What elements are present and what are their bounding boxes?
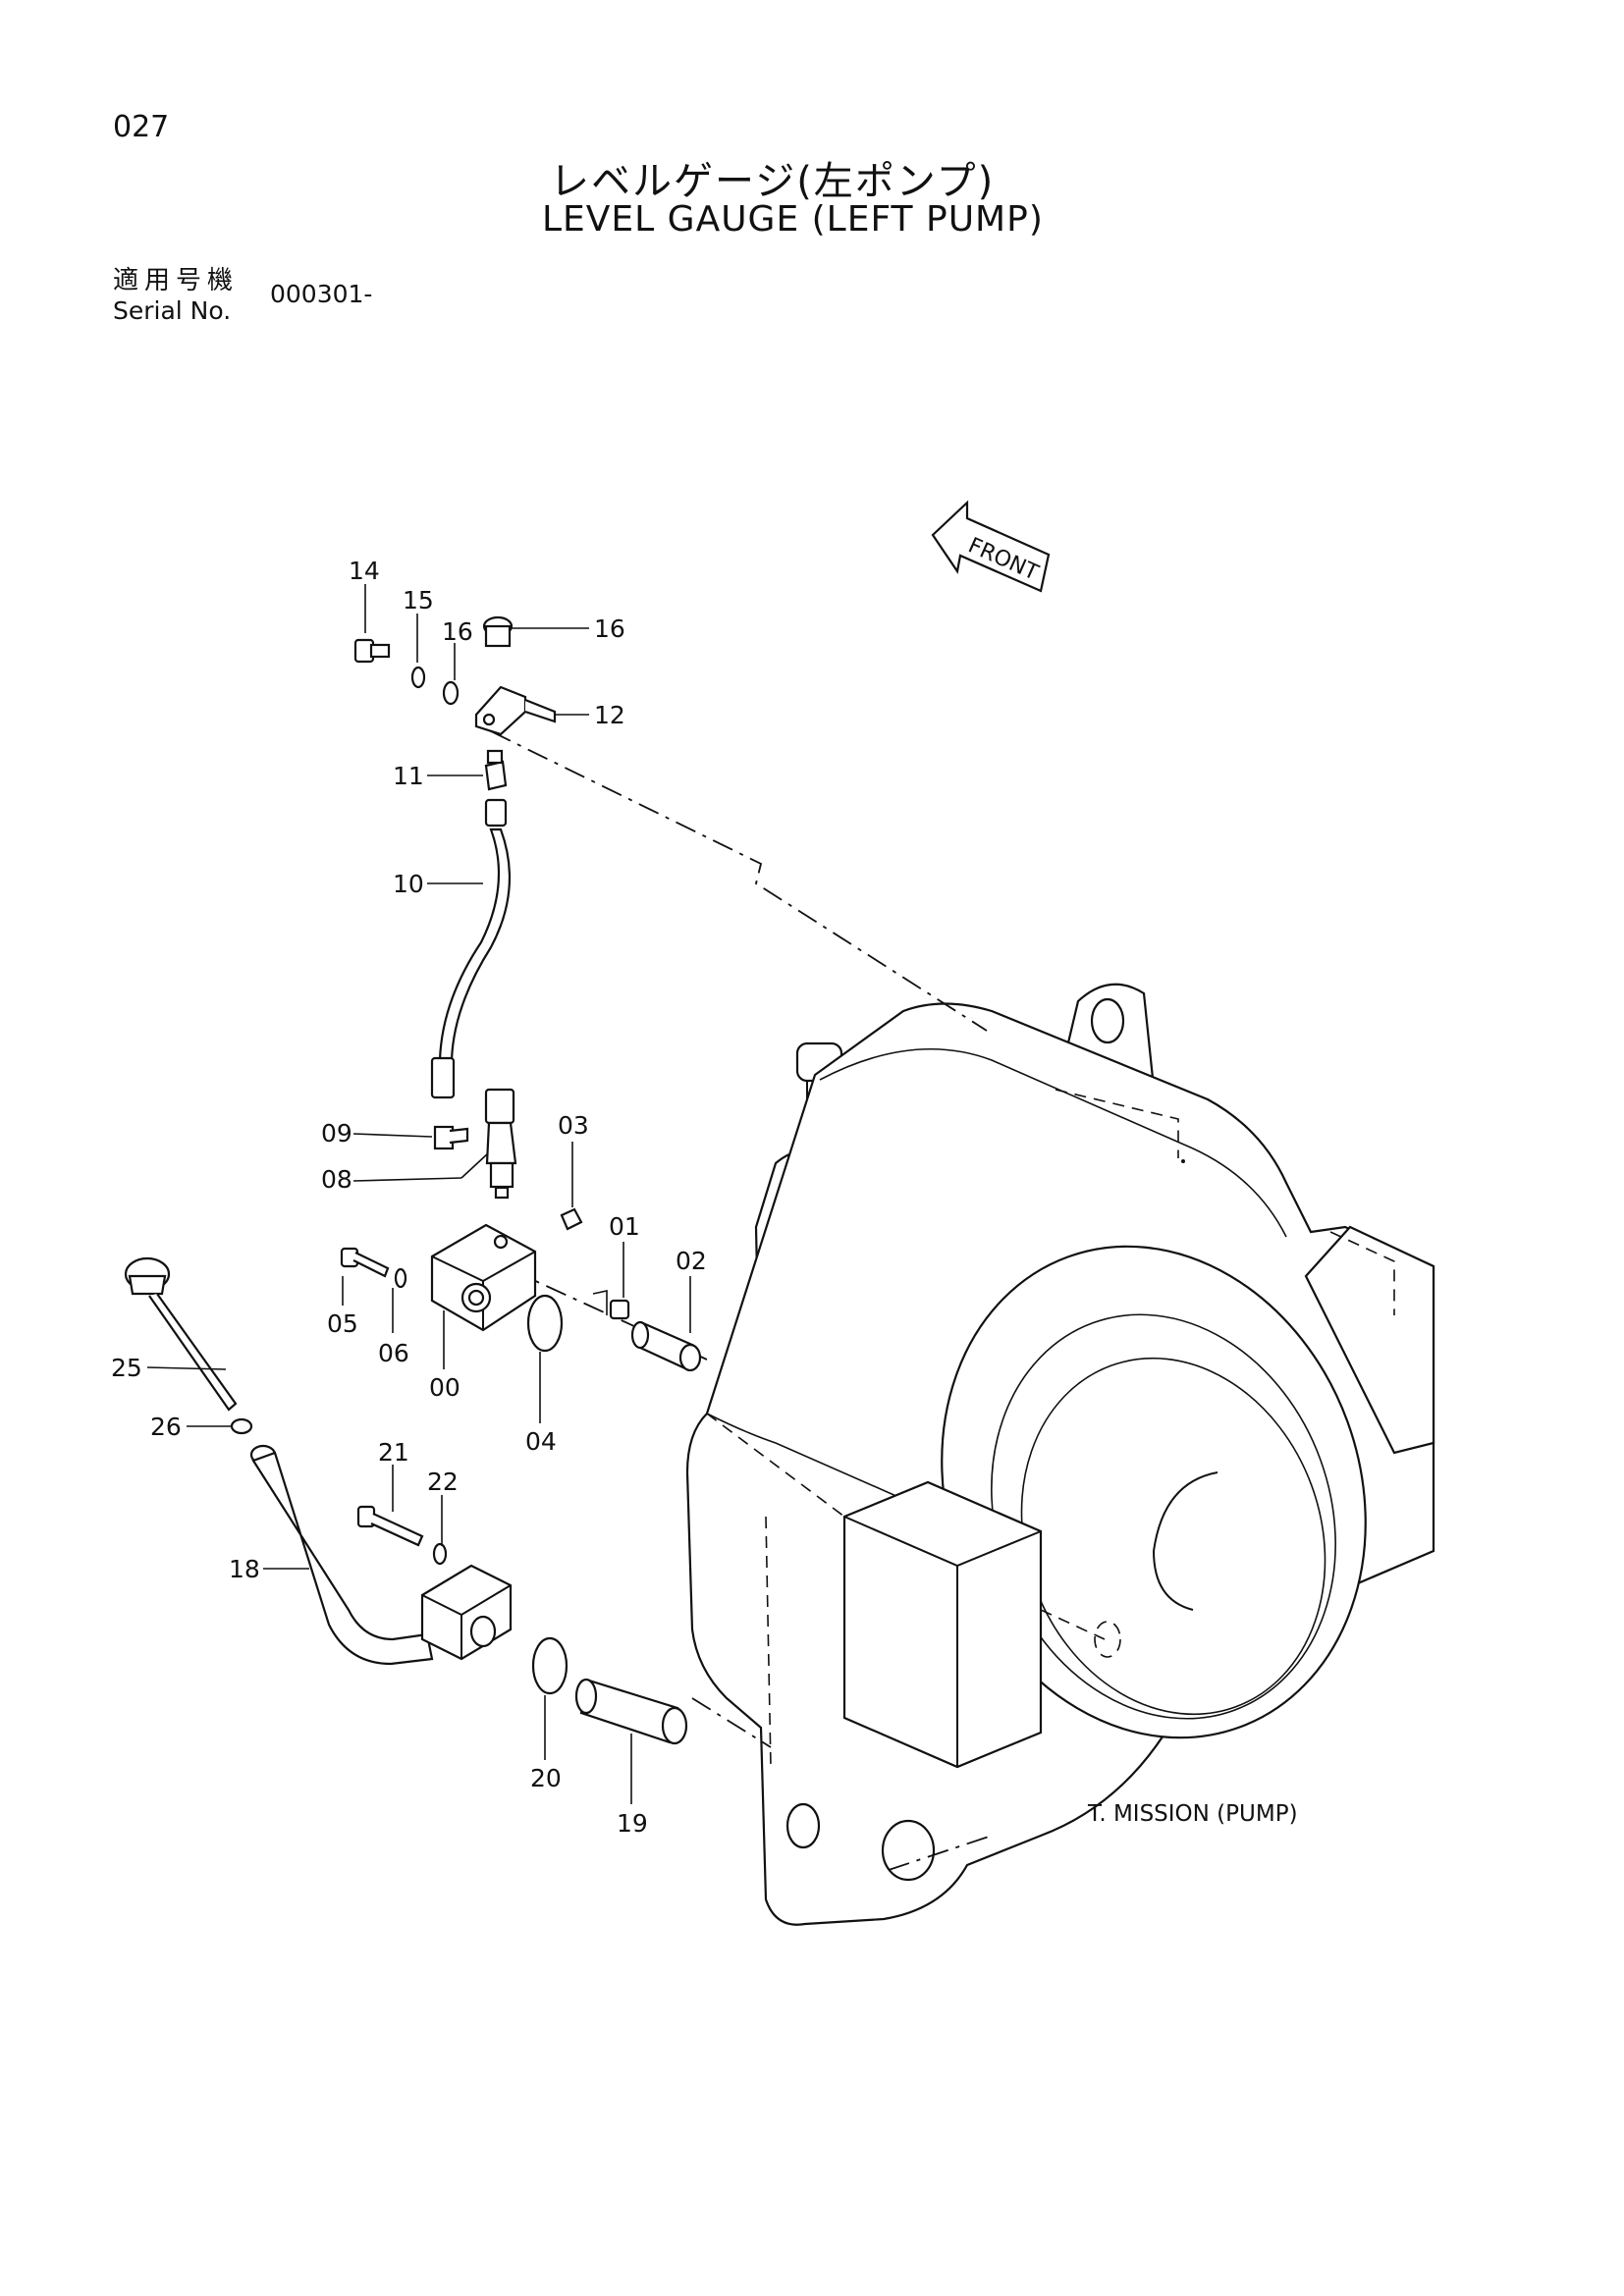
serial-label-japanese: 適用号機 bbox=[113, 266, 240, 295]
callout-labels: 14 15 16 16 12 11 10 09 08 03 01 02 05 0… bbox=[111, 557, 707, 1838]
bracket-12 bbox=[474, 685, 557, 736]
assembly-centerline-4 bbox=[888, 1835, 993, 1871]
bolt-21 bbox=[356, 1505, 424, 1547]
callout-06: 06 bbox=[378, 1339, 409, 1367]
washer-14 bbox=[410, 666, 426, 689]
page-number: 027 bbox=[113, 110, 170, 144]
elbow-09 bbox=[433, 1125, 469, 1150]
front-arrow-icon: FRONT bbox=[931, 500, 1051, 593]
bolt-13 bbox=[353, 638, 391, 664]
assembly-label: T. MISSION (PUMP) bbox=[1087, 1801, 1298, 1827]
callout-leaders bbox=[146, 584, 691, 1804]
assembly-centerline bbox=[490, 730, 988, 1032]
o-ring-04 bbox=[526, 1294, 564, 1353]
block-00 bbox=[430, 1223, 537, 1332]
callout-16: 16 bbox=[594, 614, 625, 643]
washer-15 bbox=[442, 680, 460, 706]
callout-09: 09 bbox=[321, 1119, 352, 1148]
adapter-11 bbox=[484, 749, 508, 791]
dipstick-25 bbox=[124, 1256, 238, 1412]
callout-01: 01 bbox=[609, 1212, 640, 1241]
o-ring-20 bbox=[531, 1636, 568, 1695]
serial-number-value: 000301- bbox=[270, 280, 373, 308]
callout-08: 08 bbox=[321, 1165, 352, 1194]
page-title-english: LEVEL GAUGE (LEFT PUMP) bbox=[542, 199, 1044, 240]
callout-03: 03 bbox=[558, 1111, 589, 1140]
pipe-18 bbox=[249, 1444, 434, 1666]
callout-25: 25 bbox=[111, 1354, 142, 1382]
callout-11: 11 bbox=[393, 762, 424, 790]
flange-block bbox=[420, 1564, 513, 1661]
callout-21: 21 bbox=[378, 1438, 409, 1467]
strainer-02 bbox=[630, 1320, 702, 1372]
fitting-01 bbox=[592, 1290, 630, 1320]
bolt-05 bbox=[340, 1247, 390, 1278]
callout-22: 22 bbox=[427, 1468, 459, 1496]
callout-14: 15 bbox=[403, 586, 434, 614]
callout-02: 02 bbox=[676, 1247, 707, 1275]
assembly-centerline-3 bbox=[691, 1697, 772, 1748]
washer-22 bbox=[432, 1542, 448, 1566]
callout-00: 00 bbox=[429, 1373, 460, 1402]
transmission-housing bbox=[685, 983, 1435, 1926]
callout-13: 14 bbox=[349, 557, 380, 585]
callout-15: 16 bbox=[442, 617, 473, 646]
hose-10 bbox=[430, 798, 512, 1099]
o-ring-26 bbox=[230, 1417, 253, 1435]
serial-label-english: Serial No. bbox=[113, 296, 232, 325]
cap-16 bbox=[482, 615, 514, 648]
strainer-19 bbox=[574, 1678, 688, 1745]
callout-26: 26 bbox=[150, 1413, 182, 1441]
callout-05: 05 bbox=[327, 1309, 358, 1338]
page-title-japanese: レベルゲージ(左ポンプ) bbox=[550, 159, 996, 204]
plug-03 bbox=[560, 1207, 583, 1231]
washer-06 bbox=[394, 1267, 407, 1289]
callout-04: 04 bbox=[525, 1427, 557, 1456]
level-switch-08 bbox=[484, 1088, 517, 1200]
callout-12: 12 bbox=[594, 701, 625, 729]
callout-19: 19 bbox=[617, 1809, 648, 1838]
callout-10: 10 bbox=[393, 870, 424, 898]
callout-20: 20 bbox=[530, 1764, 562, 1792]
callout-18: 18 bbox=[229, 1555, 260, 1583]
